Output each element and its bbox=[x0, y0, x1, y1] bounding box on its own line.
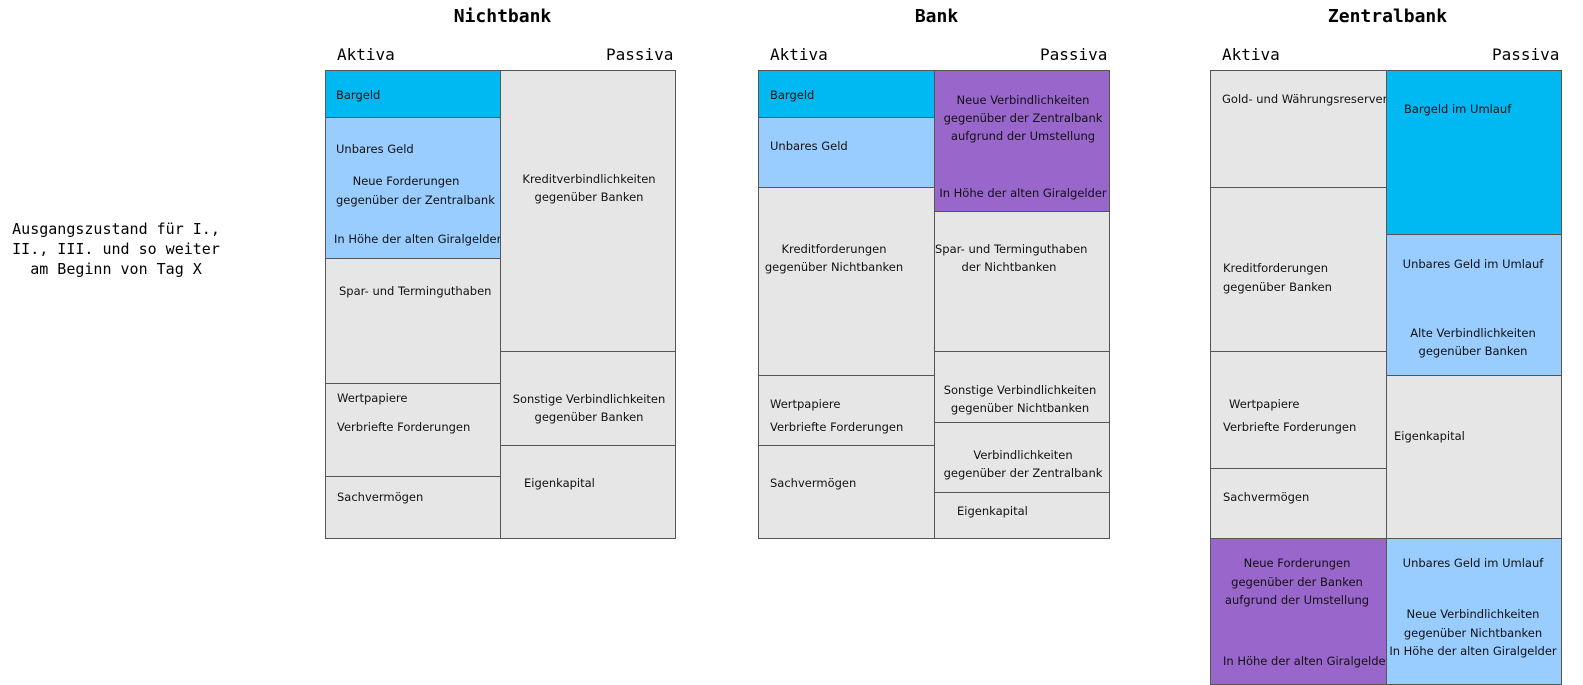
bank-wertpapiere-box: Wertpapiere Verbriefte Forderungen bbox=[758, 375, 935, 446]
label: gegenüber Banken bbox=[1223, 280, 1332, 294]
nichtbank-sonstige-box: Sonstige Verbindlichkeiten gegenüber Ban… bbox=[500, 351, 676, 446]
label: Unbares Geld bbox=[770, 139, 848, 153]
label: In Höhe der alten Giralgelder bbox=[1223, 654, 1387, 668]
zentralbank-sachvermoegen-box: Sachvermögen bbox=[1210, 468, 1387, 539]
label: Gold- und Währungsreserven bbox=[1222, 92, 1387, 106]
label: gegenüber Nichtbanken bbox=[1403, 626, 1543, 640]
label: Neue Forderungen bbox=[352, 174, 460, 188]
label: Bargeld bbox=[770, 88, 815, 102]
label: Eigenkapital bbox=[957, 504, 1028, 518]
label: gegenüber Banken bbox=[534, 190, 644, 204]
bank-sonstige-box: Sonstige Verbindlichkeiten gegenüber Nic… bbox=[934, 351, 1110, 423]
label: Verbriefte Forderungen bbox=[337, 420, 471, 434]
zentralbank-aktiva-header: Aktiva bbox=[1222, 45, 1280, 64]
label: Wertpapiere bbox=[337, 391, 408, 405]
zentralbank-passiva-header: Passiva bbox=[1492, 45, 1560, 64]
label: In Höhe der alten Giralgelder bbox=[334, 232, 501, 246]
label: Verbindlichkeiten bbox=[973, 448, 1073, 462]
label: Wertpapiere bbox=[1229, 397, 1300, 411]
label: aufgrund der Umstellung bbox=[950, 129, 1096, 143]
bank-verbindlichkeiten-zb-box: Verbindlichkeiten gegenüber der Zentralb… bbox=[934, 422, 1110, 493]
label: Kreditforderungen bbox=[1223, 261, 1329, 275]
nichtbank-eigenkapital-box: Eigenkapital bbox=[500, 445, 676, 539]
nichtbank-unbares-geld-box: Unbares Geld Neue Forderungen gegenüber … bbox=[325, 117, 501, 259]
label: Spar- und Terminguthaben bbox=[935, 242, 1088, 256]
label: Verbriefte Forderungen bbox=[1223, 420, 1357, 434]
label: Unbares Geld im Umlauf bbox=[1402, 556, 1544, 570]
bank-sachvermoegen-box: Sachvermögen bbox=[758, 445, 935, 539]
label: Wertpapiere bbox=[770, 397, 841, 411]
zentralbank-kreditforderungen-box: Kreditforderungen gegenüber Banken bbox=[1210, 187, 1387, 352]
zentralbank-unbares-geld-box: Unbares Geld im Umlauf Alte Verbindlichk… bbox=[1386, 234, 1562, 376]
nichtbank-spar-box: Spar- und Terminguthaben bbox=[325, 258, 501, 384]
label: Neue Verbindlichkeiten bbox=[956, 93, 1090, 107]
bank-unbares-geld-box: Unbares Geld bbox=[758, 117, 935, 188]
label: Sonstige Verbindlichkeiten bbox=[943, 383, 1097, 397]
zentralbank-gold-box: Gold- und Währungsreserven bbox=[1210, 70, 1387, 188]
label: Spar- und Terminguthaben bbox=[339, 284, 492, 298]
label: Bargeld im Umlauf bbox=[1404, 102, 1512, 116]
label: gegenüber der Zentralbank bbox=[943, 466, 1103, 480]
label: Bargeld bbox=[336, 88, 381, 102]
zentralbank-title: Zentralbank bbox=[1327, 6, 1448, 27]
label: Sonstige Verbindlichkeiten bbox=[512, 392, 666, 406]
label: gegenüber der Zentralbank bbox=[943, 111, 1103, 125]
label: gegenüber Banken bbox=[534, 410, 644, 424]
nichtbank-kreditverbindlichkeiten-box: Kreditverbindlichkeiten gegenüber Banken bbox=[500, 70, 676, 352]
label: gegenüber Nichtbanken bbox=[950, 401, 1090, 415]
nichtbank-aktiva-header: Aktiva bbox=[337, 45, 395, 64]
label: Sachvermögen bbox=[337, 490, 424, 504]
zentralbank-neue-forderungen-box: Neue Forderungen gegenüber der Banken au… bbox=[1210, 538, 1387, 685]
label: der Nichtbanken bbox=[961, 260, 1057, 274]
label: gegenüber Nichtbanken bbox=[764, 260, 904, 274]
label: Kreditforderungen bbox=[781, 242, 887, 256]
nichtbank-sachvermoegen-box: Sachvermögen bbox=[325, 476, 501, 539]
label: gegenüber Banken bbox=[1418, 344, 1528, 358]
label: Kreditverbindlichkeiten bbox=[522, 172, 656, 186]
label: Alte Verbindlichkeiten bbox=[1410, 326, 1536, 340]
zentralbank-eigenkapital-box: Eigenkapital bbox=[1386, 375, 1562, 539]
label: Sachvermögen bbox=[770, 476, 857, 490]
label: Eigenkapital bbox=[524, 476, 595, 490]
label: Unbares Geld im Umlauf bbox=[1402, 257, 1544, 271]
zentralbank-wertpapiere-box: Wertpapiere Verbriefte Forderungen bbox=[1210, 351, 1387, 469]
label: Neue Forderungen bbox=[1243, 556, 1351, 570]
nichtbank-title: Nichtbank bbox=[453, 6, 552, 27]
bank-passiva-header: Passiva bbox=[1040, 45, 1108, 64]
label: Eigenkapital bbox=[1394, 429, 1465, 443]
label: Verbriefte Forderungen bbox=[770, 420, 904, 434]
label: Neue Verbindlichkeiten bbox=[1406, 607, 1540, 621]
label: gegenüber der Banken bbox=[1231, 575, 1363, 589]
bank-kreditforderungen-box: Kreditforderungen gegenüber Nichtbanken bbox=[758, 187, 935, 376]
bank-eigenkapital-box: Eigenkapital bbox=[934, 492, 1110, 539]
bank-spar-box: Spar- und Terminguthaben der Nichtbanken bbox=[934, 211, 1110, 352]
bank-bargeld-box: Bargeld bbox=[758, 70, 935, 118]
nichtbank-wertpapiere-box: Wertpapiere Verbriefte Forderungen bbox=[325, 383, 501, 477]
label: gegenüber der Zentralbank bbox=[336, 193, 495, 207]
bank-title: Bank bbox=[914, 6, 959, 27]
label: Unbares Geld bbox=[336, 142, 414, 156]
bank-aktiva-header: Aktiva bbox=[770, 45, 828, 64]
initial-state-note: Ausgangszustand für I., II., III. und so… bbox=[12, 220, 220, 278]
zentralbank-bargeld-box: Bargeld im Umlauf bbox=[1386, 70, 1562, 235]
bank-neue-verbindlichkeiten-box: Neue Verbindlichkeiten gegenüber der Zen… bbox=[934, 70, 1110, 212]
label: Sachvermögen bbox=[1223, 490, 1310, 504]
nichtbank-passiva-header: Passiva bbox=[606, 45, 674, 64]
label: aufgrund der Umstellung bbox=[1224, 593, 1370, 607]
nichtbank-bargeld-box: Bargeld bbox=[325, 70, 501, 118]
zentralbank-neue-verbindlichkeiten-box: Unbares Geld im Umlauf Neue Verbindlichk… bbox=[1386, 538, 1562, 685]
label: In Höhe der alten Giralgelder bbox=[1389, 644, 1557, 658]
label: In Höhe der alten Giralgelder bbox=[939, 186, 1107, 200]
